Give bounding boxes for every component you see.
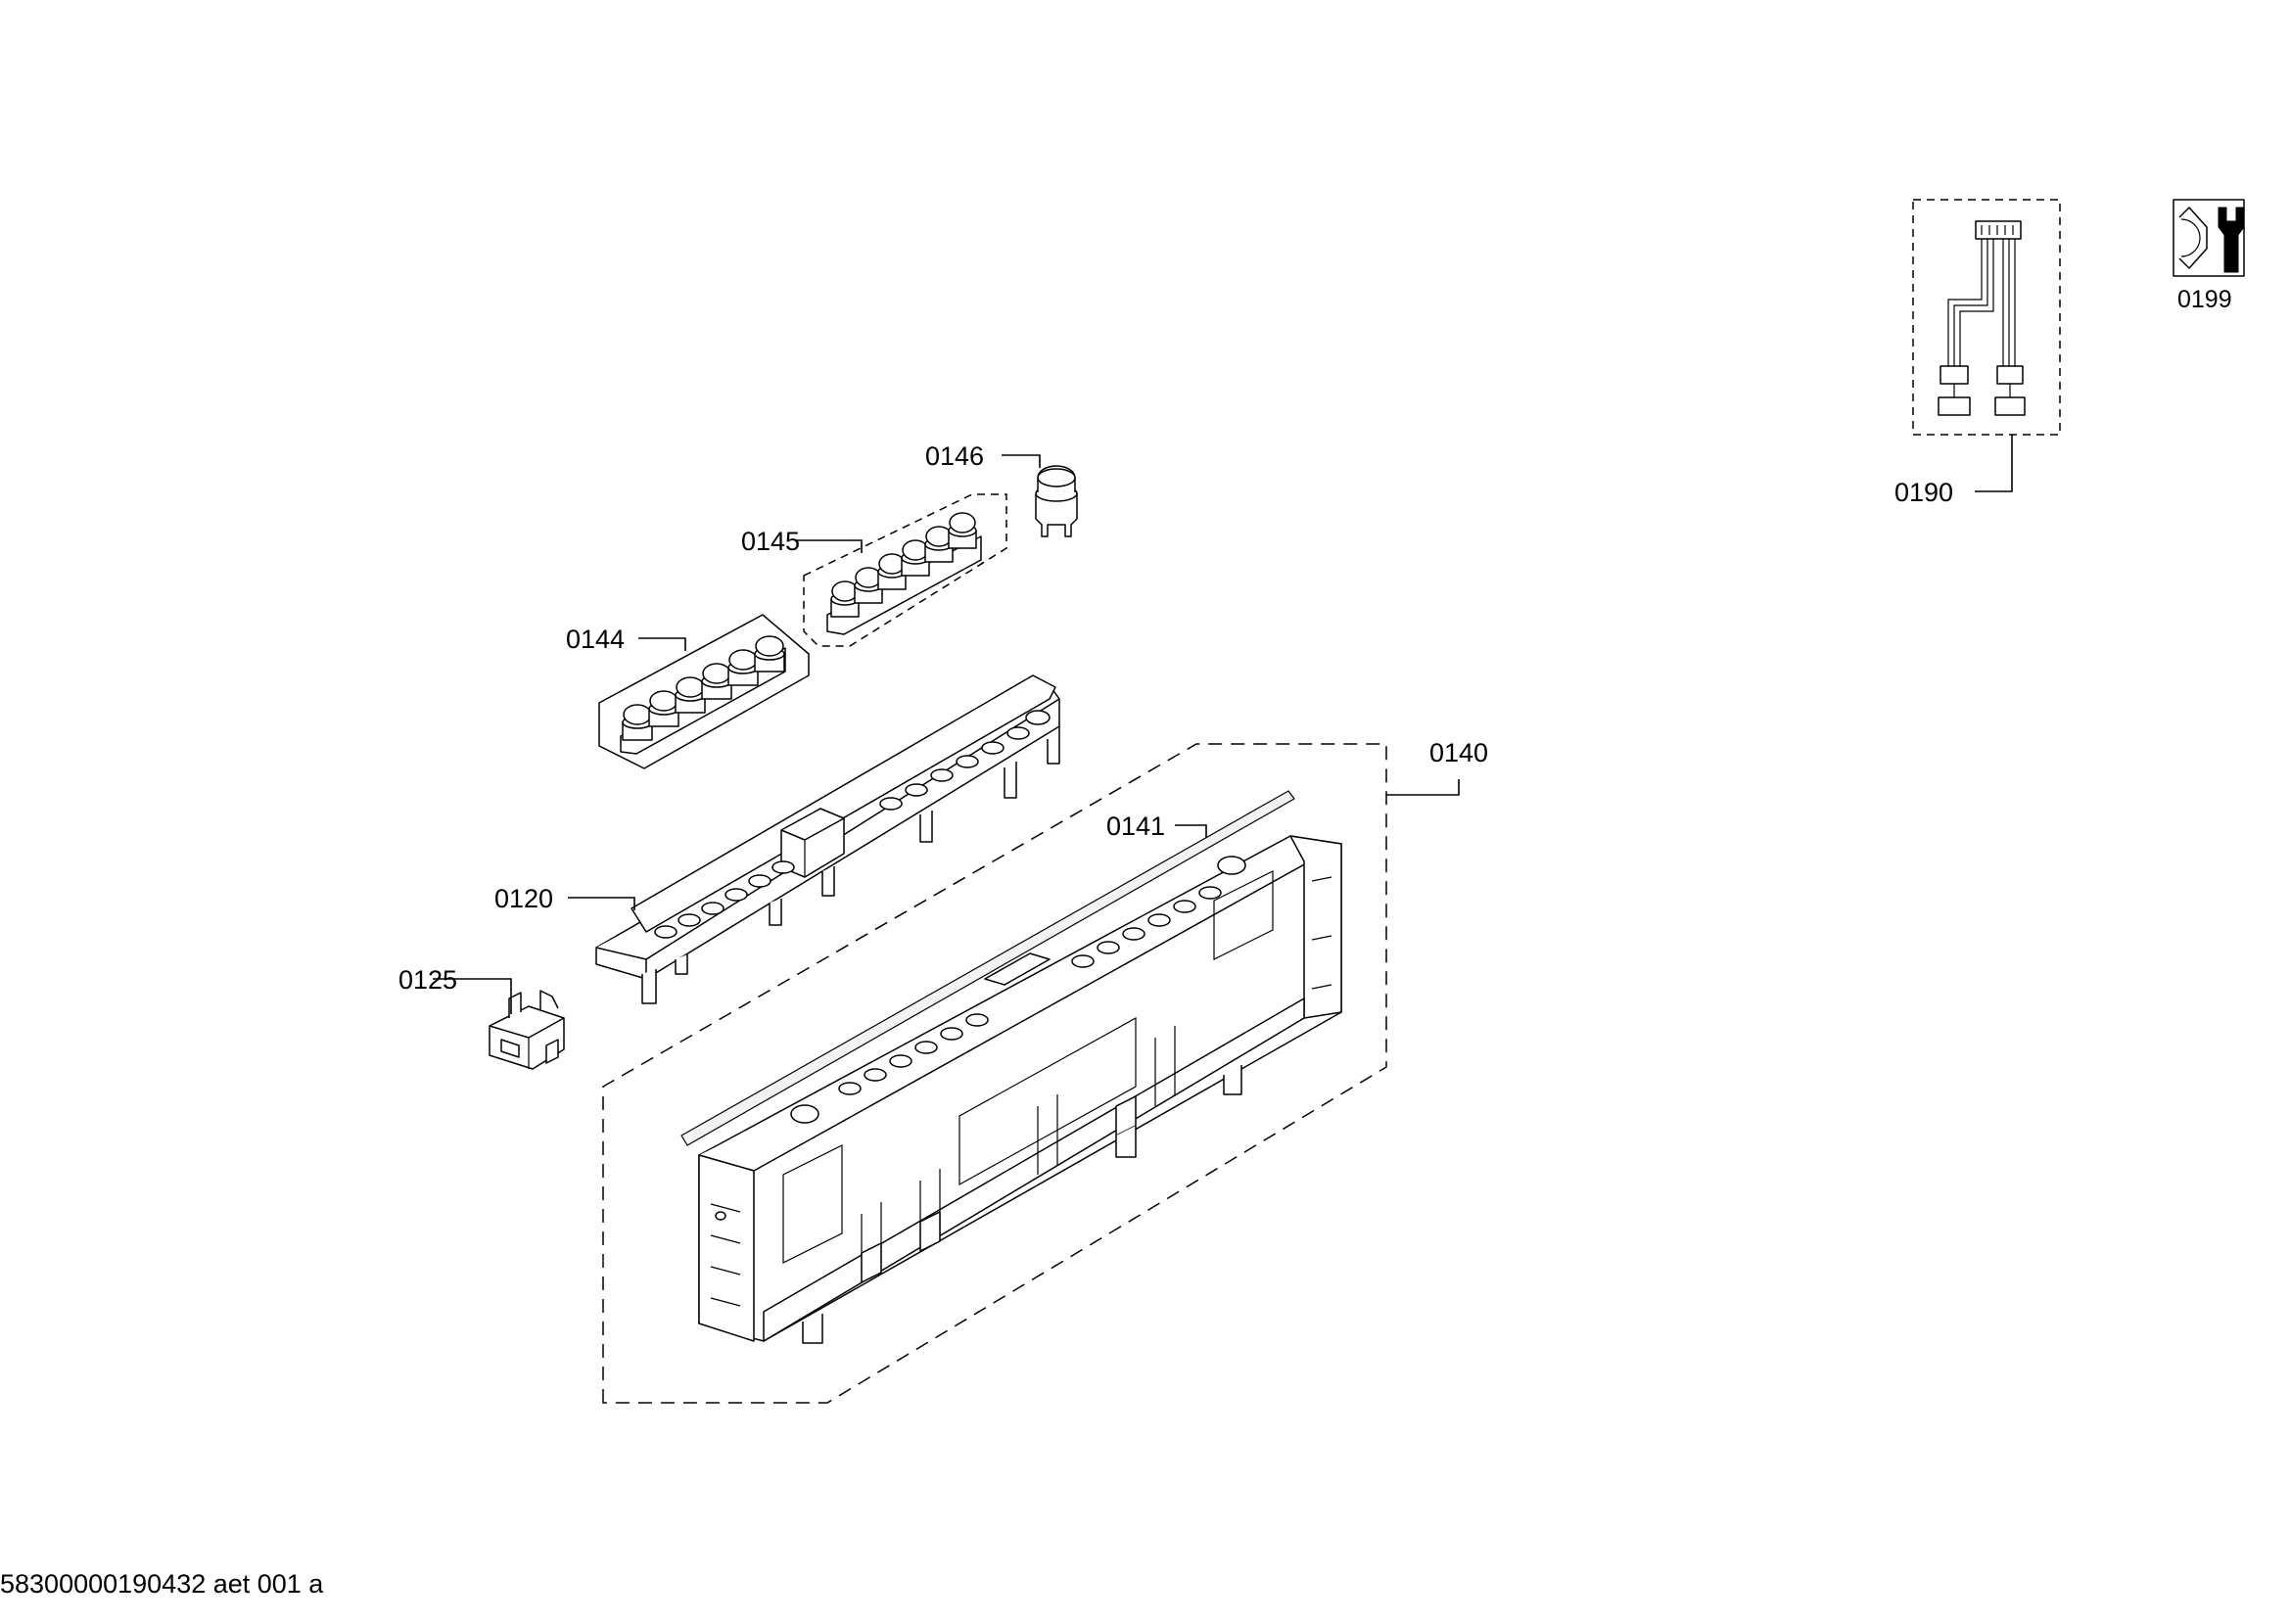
part-0140-control-housing[interactable] xyxy=(698,835,1342,1344)
label-0199: 0199 xyxy=(2177,286,2232,313)
label-0190: 0190 xyxy=(1894,478,1953,507)
part-0145-button-row[interactable] xyxy=(803,493,1007,647)
label-0125: 0125 xyxy=(398,965,457,995)
label-0141: 0141 xyxy=(1106,812,1165,841)
part-0144-button-row[interactable] xyxy=(598,614,810,769)
part-0199-tool-icon[interactable] xyxy=(2173,199,2245,277)
part-0140-group-outline[interactable] xyxy=(602,743,1387,1404)
label-0120: 0120 xyxy=(494,884,553,913)
label-0146: 0146 xyxy=(925,441,984,471)
label-0140: 0140 xyxy=(1429,738,1488,767)
part-0120-button-carrier[interactable] xyxy=(595,674,1060,1004)
part-0146-single-button[interactable] xyxy=(1035,465,1078,537)
part-0125-clip[interactable] xyxy=(489,990,565,1070)
part-0141-seal-strip[interactable] xyxy=(680,790,1295,1146)
label-0145: 0145 xyxy=(741,527,800,556)
part-0190-cable-harness[interactable] xyxy=(1912,199,2061,436)
label-0144: 0144 xyxy=(566,625,625,654)
drawing-code: 58300000190432 aet 001 a xyxy=(0,1569,324,1599)
